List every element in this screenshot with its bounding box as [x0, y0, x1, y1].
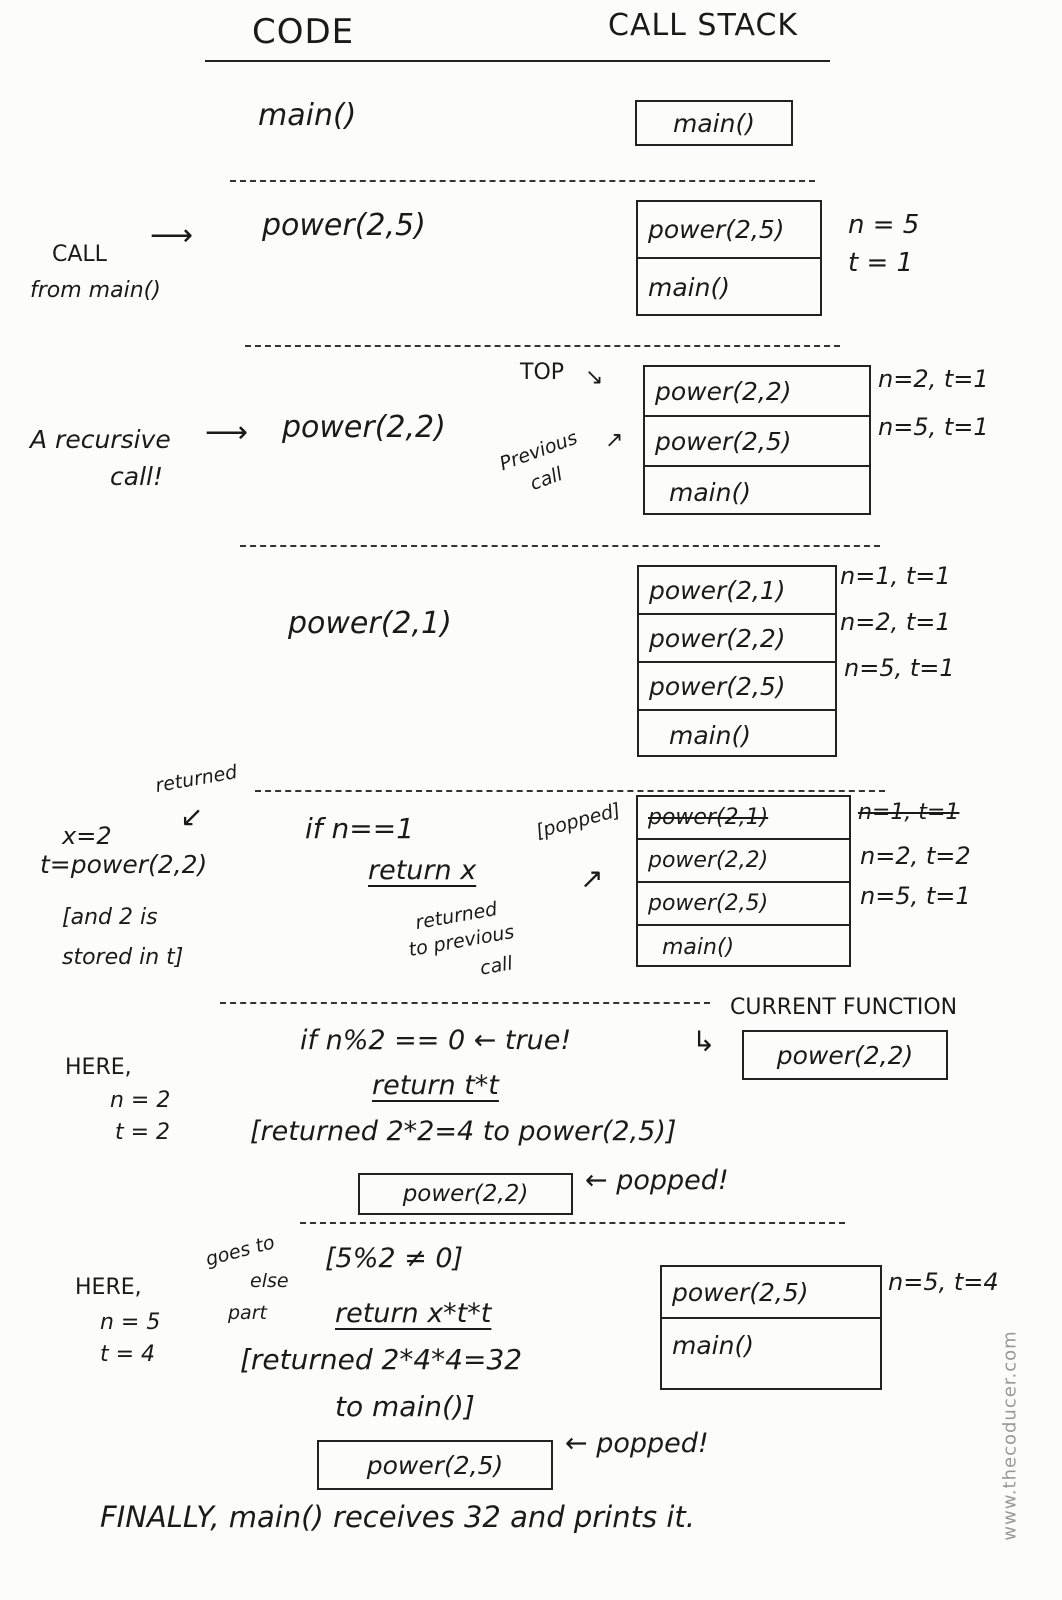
arrow-icon: ⟶ — [150, 218, 194, 253]
final-statement: FINALLY, main() receives 32 and prints i… — [100, 1500, 695, 1534]
vars: n=2, t=1 — [878, 365, 989, 393]
current-function-box: power(2,2) — [742, 1030, 948, 1080]
stack-frame: power(2,5) — [638, 883, 849, 926]
call-stack: power(2,2) power(2,5) main() — [643, 365, 871, 515]
note-call: call! — [110, 462, 163, 491]
divider — [240, 545, 880, 547]
note-recursive: A recursive — [30, 425, 171, 454]
header-divider — [205, 60, 830, 62]
note-to-main: to main()] — [335, 1390, 475, 1423]
stack-frame: power(2,5) — [639, 663, 835, 711]
code-if: if n%2 == 0 ← true! — [300, 1025, 572, 1056]
label-current-function: CURRENT FUNCTION — [730, 995, 958, 1020]
note-stored-1: [and 2 is — [62, 905, 158, 930]
stack-frame: main() — [648, 273, 730, 302]
label-call: call — [527, 463, 566, 495]
vars: n=5, t=1 — [860, 882, 971, 910]
popped-frame-box: power(2,2) — [358, 1173, 573, 1215]
var-t: t = 1 — [848, 248, 914, 278]
arrow-icon: ↘ — [585, 365, 604, 390]
code-return: return t*t — [372, 1070, 499, 1101]
divider — [300, 1222, 845, 1224]
label-here: HERE, — [75, 1275, 142, 1300]
vars: n=5, t=1 — [878, 413, 989, 441]
header-code: CODE — [252, 12, 355, 52]
label-popped: ← popped! — [565, 1428, 709, 1459]
note-returned: [returned 2*4*4=32 — [240, 1343, 523, 1376]
note-call: CALL — [52, 242, 107, 267]
note-stored-2: stored in t] — [62, 945, 184, 970]
divider — [220, 1002, 710, 1004]
vars-popped: n=1, t=1 — [858, 800, 960, 825]
code-return: return x*t*t — [335, 1298, 492, 1329]
var-t: t = 4 — [100, 1342, 156, 1367]
label-goes-to: goes to — [203, 1231, 278, 1271]
code-power-2-5: power(2,5) — [262, 208, 426, 243]
stack-main: main() — [635, 100, 793, 146]
vars: n=5, t=1 — [844, 654, 955, 682]
label-returned: returned — [153, 760, 239, 798]
vars: n=2, t=1 — [840, 608, 951, 636]
label-popped: [popped] — [533, 799, 623, 843]
label-previous: Previous — [496, 426, 581, 476]
divider — [245, 345, 840, 347]
arrow-icon: ↗ — [580, 862, 604, 895]
code-power-2-1: power(2,1) — [288, 606, 452, 641]
stack-frame: power(2,2) — [638, 840, 849, 883]
stack-frame-popped: power(2,1) — [638, 797, 849, 840]
code-return: return x — [368, 855, 477, 886]
stack-frame: power(2,1) — [639, 567, 835, 615]
curved-arrow-icon: ↙ — [180, 800, 204, 833]
vars: n=5, t=4 — [888, 1268, 999, 1296]
note-returned: [returned 2*2=4 to power(2,5)] — [250, 1116, 677, 1147]
code-condition: [5%2 ≠ 0] — [325, 1243, 464, 1274]
call-stack: power(2,1) power(2,2) power(2,5) main() — [636, 795, 851, 967]
divider — [230, 180, 815, 182]
var-t: t = 2 — [115, 1120, 171, 1145]
stack-frame: power(2,5) — [638, 202, 820, 259]
call-stack: power(2,1) power(2,2) power(2,5) main() — [637, 565, 837, 757]
label-call: call — [478, 952, 515, 980]
stack-frame: power(2,2) — [645, 367, 869, 417]
vars: n=1, t=1 — [840, 562, 951, 590]
label-part: part — [228, 1302, 267, 1324]
watermark: www.thecoducer.com — [999, 1330, 1021, 1541]
label-popped: ← popped! — [585, 1165, 729, 1196]
call-stack: power(2,5) main() — [660, 1265, 882, 1390]
note-from-main: from main() — [30, 278, 161, 303]
divider — [255, 790, 885, 792]
stack-frame: main() — [669, 477, 751, 507]
label-here: HERE, — [65, 1055, 132, 1080]
stack-frame: power(2,5) — [645, 417, 869, 467]
note-t: t=power(2,2) — [40, 850, 208, 879]
arrow-icon: ⟶ — [205, 415, 249, 450]
note-x: x=2 — [62, 822, 112, 850]
var-n: n = 5 — [100, 1310, 161, 1335]
stack-frame: main() — [669, 720, 751, 750]
call-stack: power(2,5) main() — [636, 200, 822, 316]
label-top: TOP — [520, 360, 565, 385]
curved-arrow-icon: ↳ — [692, 1025, 716, 1058]
var-n: n = 2 — [110, 1088, 171, 1113]
code-main: main() — [258, 98, 357, 133]
arrow-icon: ↗ — [605, 428, 624, 453]
popped-frame-box: power(2,5) — [317, 1440, 553, 1490]
var-n: n = 5 — [848, 210, 920, 240]
stack-frame: main() — [662, 935, 735, 960]
label-else: else — [250, 1270, 289, 1292]
code-if: if n==1 — [305, 812, 415, 845]
vars: n=2, t=2 — [860, 842, 971, 870]
code-power-2-2: power(2,2) — [282, 410, 446, 445]
stack-frame: main() — [672, 1330, 754, 1360]
stack-frame: power(2,2) — [639, 615, 835, 663]
stack-frame: power(2,5) — [662, 1267, 880, 1319]
header-call-stack: CALL STACK — [608, 8, 799, 43]
